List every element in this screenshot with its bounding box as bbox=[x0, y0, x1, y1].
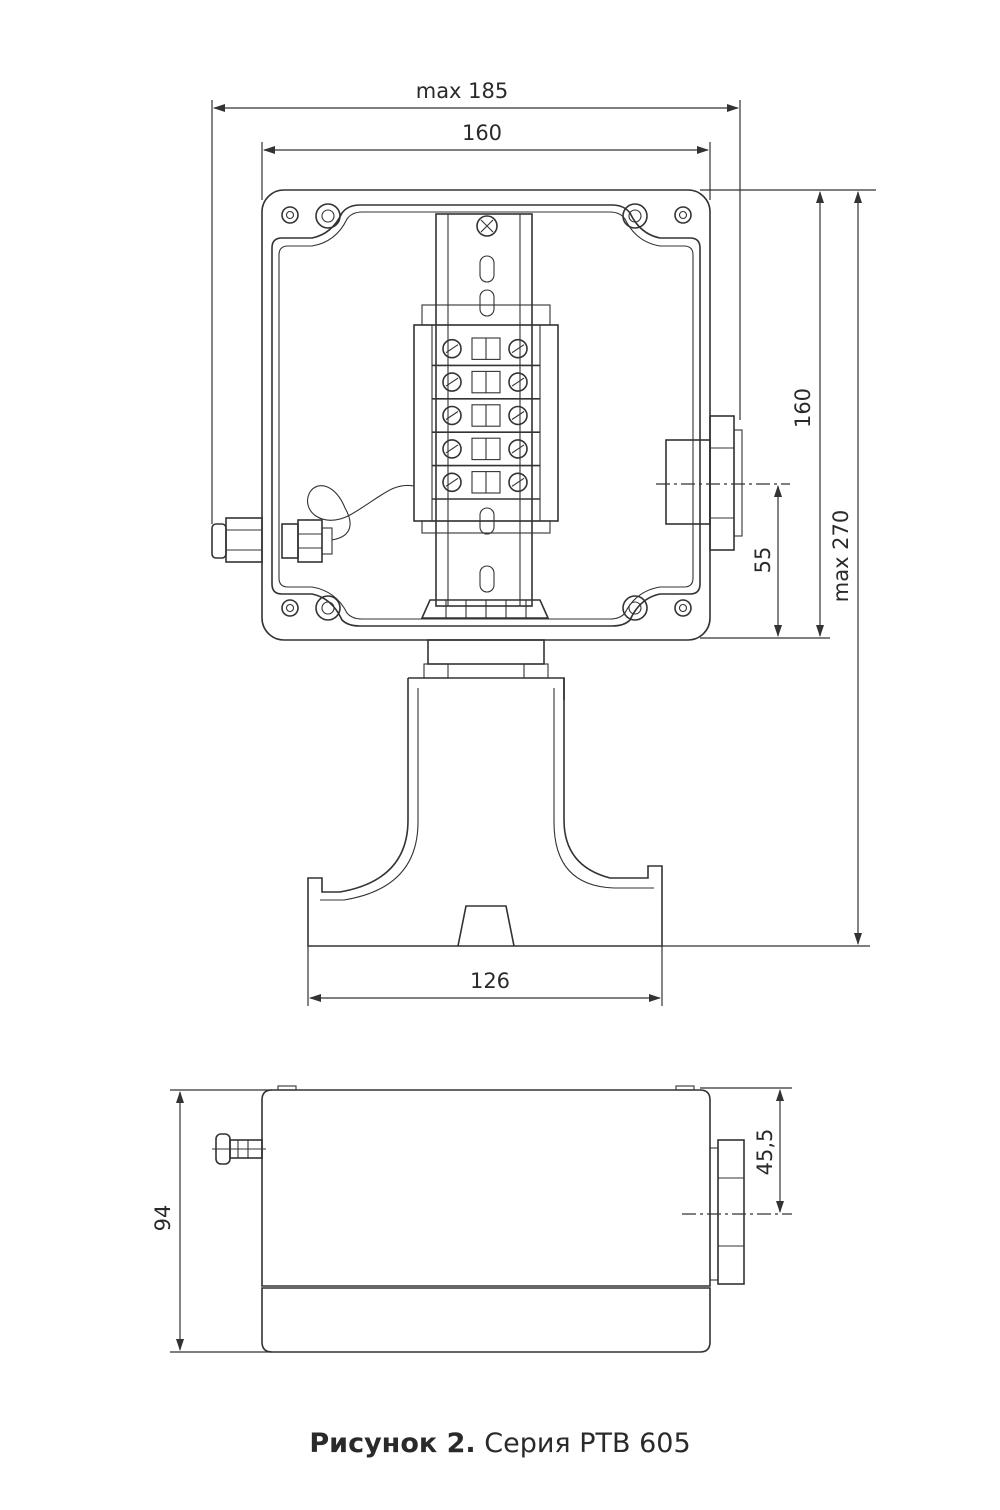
front-view: max 185 160 160 55 max 270 bbox=[211, 79, 876, 1006]
dim-label-max-185: max 185 bbox=[416, 79, 509, 103]
terminal-screw bbox=[508, 405, 528, 426]
dim-height: 160 bbox=[700, 189, 876, 639]
terminal-screw bbox=[508, 472, 528, 493]
mounting-stand bbox=[307, 639, 663, 947]
dim-label-94: 94 bbox=[151, 1205, 175, 1232]
terminal-screw bbox=[508, 439, 528, 459]
side-enclosure-lid bbox=[261, 1287, 711, 1353]
caption-label: Рисунок 2. bbox=[309, 1428, 476, 1459]
dim-max-height: max 270 bbox=[662, 191, 870, 947]
enclosure-gasket bbox=[271, 204, 701, 627]
dim-label-55: 55 bbox=[751, 547, 775, 574]
dim-label-160-width: 160 bbox=[462, 121, 502, 145]
terminal-screw bbox=[442, 405, 462, 426]
figure-caption: Рисунок 2. Серия PTB 605 bbox=[0, 1428, 1000, 1459]
dim-label-45-5: 45,5 bbox=[753, 1129, 777, 1176]
terminal-block bbox=[413, 304, 559, 534]
dim-base-width: 126 bbox=[307, 946, 663, 1006]
terminal-screw bbox=[442, 472, 462, 493]
dim-label-max-270: max 270 bbox=[829, 510, 853, 603]
terminal-rows bbox=[432, 337, 540, 500]
din-rail bbox=[420, 213, 550, 619]
dim-max-width: max 185 bbox=[211, 79, 741, 524]
terminal-screw bbox=[442, 439, 462, 459]
dim-gland-height: 55 bbox=[656, 483, 790, 637]
dim-width: 160 bbox=[261, 121, 711, 200]
caption-text: Серия PTB 605 bbox=[475, 1428, 691, 1459]
side-view: 94 45,5 bbox=[151, 1085, 792, 1353]
corner-screws bbox=[281, 203, 692, 621]
terminal-screw bbox=[508, 338, 528, 359]
terminal-screw bbox=[508, 372, 528, 392]
side-enclosure-body bbox=[261, 1089, 711, 1287]
terminal-screw bbox=[442, 338, 462, 359]
dim-label-160-height: 160 bbox=[791, 388, 815, 428]
dim-label-126: 126 bbox=[470, 969, 510, 993]
front-left-fittings bbox=[211, 484, 415, 563]
dim-side-height: 94 bbox=[151, 1089, 272, 1353]
dim-side-gland-offset: 45,5 bbox=[682, 1087, 792, 1215]
terminal-screw bbox=[442, 372, 462, 392]
front-right-cable-gland bbox=[665, 415, 743, 551]
